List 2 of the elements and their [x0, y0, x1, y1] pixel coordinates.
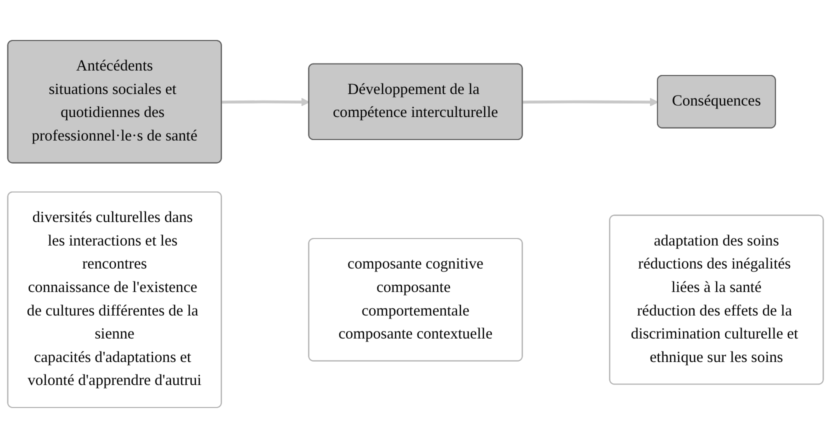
arrow — [522, 98, 658, 106]
arrow — [222, 98, 310, 106]
